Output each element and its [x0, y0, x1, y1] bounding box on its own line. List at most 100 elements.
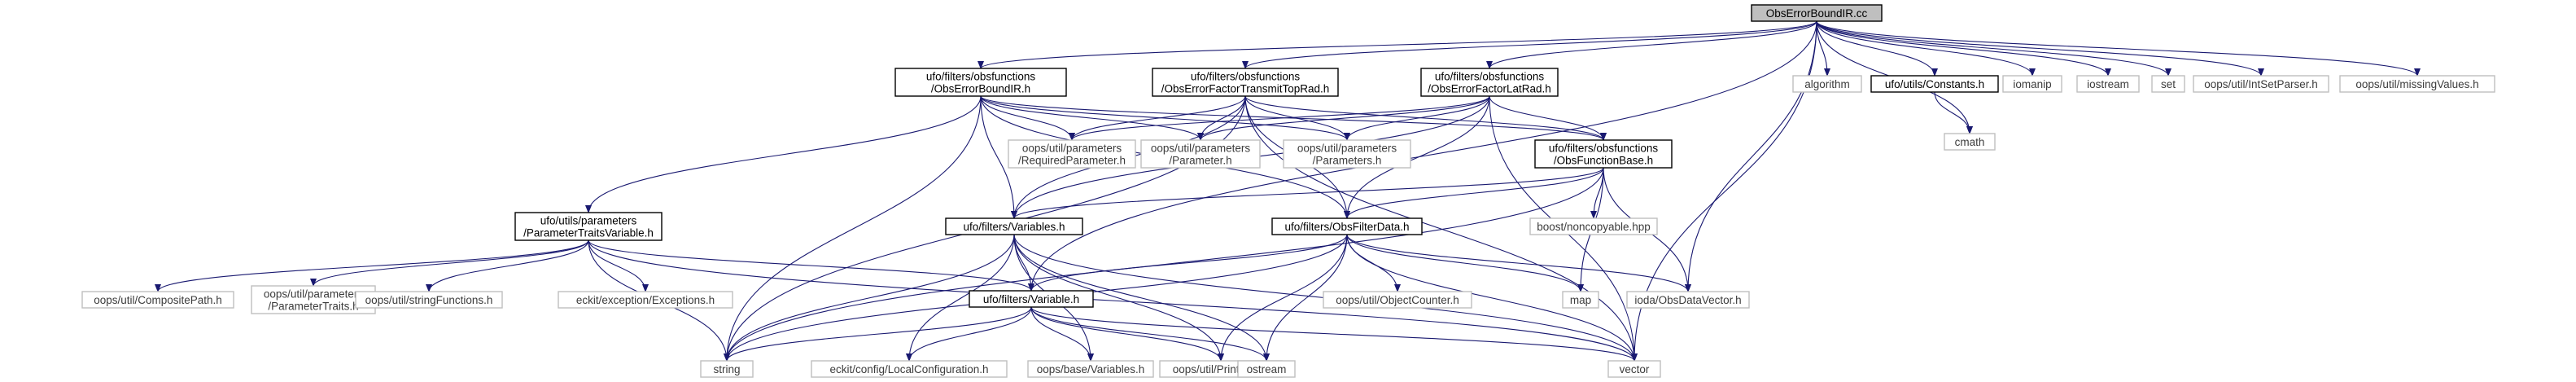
edge-traits_var_h-to-variable_h	[588, 239, 1034, 292]
node-compositepath: oops/util/CompositePath.h	[81, 291, 234, 309]
edge-constants_h-to-cmath	[1934, 91, 1973, 134]
node-box	[1420, 68, 1559, 97]
node-constants_h[interactable]: ufo/utils/Constants.h	[1870, 75, 1999, 93]
edge-variable_h-to-ostream	[1030, 306, 1270, 362]
edge-boundir_h-to-string	[724, 95, 982, 362]
edge-filterdata_h-to-obsdatavector	[1346, 234, 1691, 292]
node-label: set	[2161, 78, 2176, 90]
edge-transmit_h-to-vector	[1244, 95, 1638, 362]
node-box	[2002, 75, 2062, 93]
edge-variables_h-to-variable_h	[1013, 234, 1034, 292]
node-transmit_h[interactable]: ufo/filters/obsfunctions/ObsErrorFactorT…	[1152, 68, 1339, 97]
node-intsetparser: oops/util/IntSetParser.h	[2193, 75, 2329, 93]
node-iostream: iostream	[2076, 75, 2140, 93]
node-noncopyable: boost/noncopyable.hpp	[1529, 217, 1658, 235]
node-label: ufo/utils/parameters	[540, 215, 637, 227]
node-box	[1027, 360, 1154, 378]
edges-layer	[155, 20, 2421, 362]
edge-traits_var_h-to-vector	[588, 239, 1638, 362]
node-traits_var_h[interactable]: ufo/utils/parameters/ParameterTraitsVari…	[514, 212, 663, 241]
node-label: oops/util/missingValues.h	[2355, 78, 2478, 90]
node-required: oops/util/parameters/RequiredParameter.h	[1008, 139, 1136, 169]
node-box	[1562, 291, 1599, 309]
node-box	[1529, 217, 1658, 235]
edge-root-to-iomanip	[1816, 20, 2036, 77]
edge-variables_h-to-string	[724, 234, 1015, 362]
node-basevariables: oops/base/Variables.h	[1027, 360, 1154, 378]
node-label: ufo/filters/obsfunctions	[1191, 71, 1301, 83]
node-iomanip: iomanip	[2002, 75, 2062, 93]
node-label: ostream	[1247, 363, 1287, 375]
node-label: algorithm	[1804, 78, 1850, 90]
node-box	[514, 212, 663, 241]
edge-latrad_h-to-parameter	[1197, 95, 1490, 141]
edge-boundir_h-to-variables_h	[980, 95, 1017, 219]
edge-funcbase_h-to-filterdata_h	[1344, 167, 1604, 219]
node-label: ufo/filters/Variables.h	[963, 221, 1065, 233]
node-label: eckit/config/LocalConfiguration.h	[829, 363, 988, 375]
node-label: oops/util/stringFunctions.h	[365, 294, 493, 306]
node-box	[1008, 139, 1136, 169]
node-box	[1283, 139, 1411, 169]
node-missingvalues: oops/util/missingValues.h	[2339, 75, 2495, 93]
node-box	[945, 217, 1083, 235]
node-box	[1152, 68, 1339, 97]
edge-root-to-obsdatavector	[1685, 20, 1817, 292]
node-exceptions: eckit/exception/Exceptions.h	[558, 291, 733, 309]
node-latrad_h[interactable]: ufo/filters/obsfunctions/ObsErrorFactorL…	[1420, 68, 1559, 97]
nodes-layer: ObsErrorBoundIR.cc ufo/filters/obsfunctio…	[81, 4, 2495, 378]
edge-latrad_h-to-filterdata_h	[1344, 95, 1490, 219]
node-root[interactable]: ObsErrorBoundIR.cc	[1751, 4, 1883, 22]
edge-filterdata_h-to-printable	[1218, 234, 1348, 362]
node-label: /ObsErrorFactorLatRad.h	[1428, 83, 1551, 95]
node-label: oops/util/ObjectCounter.h	[1336, 294, 1459, 306]
node-ostream: ostream	[1237, 360, 1296, 378]
node-filterdata_h[interactable]: ufo/filters/ObsFilterData.h	[1271, 217, 1423, 235]
node-vector: vector	[1607, 360, 1661, 378]
edge-boundir_h-to-traits_var_h	[585, 95, 982, 213]
node-label: eckit/exception/Exceptions.h	[576, 294, 715, 306]
node-label: ufo/filters/ObsFilterData.h	[1284, 221, 1409, 233]
edge-root-to-missingvalues	[1816, 20, 2421, 77]
edge-traits_var_h-to-stringfunctions	[426, 239, 589, 292]
node-label: /ParameterTraitsVariable.h	[523, 227, 654, 239]
node-box	[811, 360, 1008, 378]
node-box	[700, 360, 754, 378]
edge-transmit_h-to-required	[1069, 95, 1246, 141]
edge-latrad_h-to-required	[1069, 95, 1490, 141]
node-box	[1870, 75, 1999, 93]
node-box	[1323, 291, 1472, 309]
node-label: oops/util/CompositePath.h	[94, 294, 222, 306]
node-paramtraits: oops/util/parameters/ParameterTraits.h	[251, 285, 376, 314]
node-box	[355, 291, 503, 309]
node-label: oops/util/IntSetParser.h	[2204, 78, 2318, 90]
edge-root-to-transmit_h	[1242, 20, 1817, 69]
edge-boundir_h-to-parameter	[980, 95, 1204, 141]
node-boundir_h[interactable]: ufo/filters/obsfunctions/ObsErrorBoundIR…	[894, 68, 1067, 97]
node-variable_h[interactable]: ufo/filters/Variable.h	[969, 290, 1094, 308]
node-box	[1751, 4, 1883, 22]
node-map: map	[1562, 291, 1599, 309]
node-set: set	[2151, 75, 2185, 93]
node-box	[1237, 360, 1296, 378]
edge-funcbase_h-to-string	[724, 167, 1604, 362]
node-objectcounter: oops/util/ObjectCounter.h	[1323, 291, 1472, 309]
node-box	[558, 291, 733, 309]
node-box	[81, 291, 234, 309]
node-box	[2151, 75, 2185, 93]
edge-boundir_h-to-parameters	[980, 95, 1350, 141]
node-box	[1944, 133, 1996, 151]
node-variables_h[interactable]: ufo/filters/Variables.h	[945, 217, 1083, 235]
node-box	[2339, 75, 2495, 93]
node-funcbase_h[interactable]: ufo/filters/obsfunctions/ObsFunctionBase…	[1534, 139, 1673, 169]
edge-root-to-constants_h	[1816, 20, 1938, 77]
node-label: oops/base/Variables.h	[1037, 363, 1145, 375]
node-label: vector	[1620, 363, 1650, 375]
edge-filterdata_h-to-ostream	[1263, 234, 1348, 362]
edge-latrad_h-to-parameters	[1344, 95, 1490, 141]
edge-traits_var_h-to-compositepath	[155, 239, 589, 292]
node-label: ioda/ObsDataVector.h	[1634, 294, 1741, 306]
edge-root-to-intsetparser	[1816, 20, 2264, 77]
node-cmath: cmath	[1944, 133, 1996, 151]
